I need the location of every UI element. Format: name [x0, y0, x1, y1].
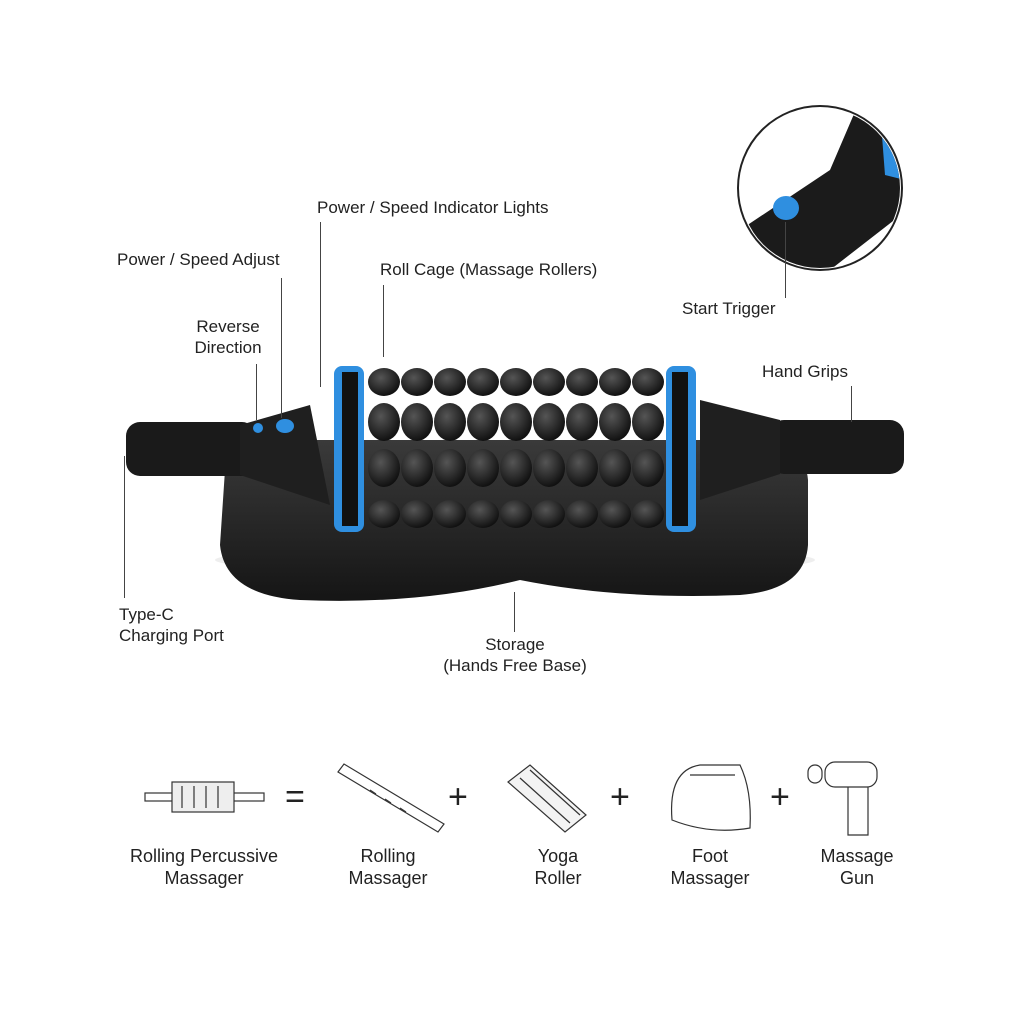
roller-ball — [368, 403, 400, 441]
caption-line1: Rolling — [360, 846, 416, 866]
roller-ball — [434, 449, 466, 487]
storage-line2: (Hands Free Base) — [443, 656, 587, 675]
roll-cage-label: Roll Cage (Massage Rollers) — [380, 260, 598, 279]
roller-ball — [599, 368, 631, 396]
massage-gun-icon — [807, 761, 878, 836]
charging-port-leader — [124, 456, 125, 598]
indicator-lights-leader — [320, 222, 321, 387]
start-trigger-label: Start Trigger — [682, 299, 776, 318]
roller-ball — [632, 403, 664, 441]
speed-adjust-leader — [281, 278, 282, 418]
roller-ball — [533, 449, 565, 487]
roller-ball — [500, 500, 532, 528]
roller-ball — [533, 500, 565, 528]
hand-grips-label: Hand Grips — [762, 362, 848, 381]
speed-adjust-label: Power / Speed Adjust — [117, 250, 280, 269]
charging-line2: Charging Port — [119, 626, 224, 645]
roller-ball — [401, 449, 433, 487]
roller-ball — [599, 500, 631, 528]
hand-grips-leader — [851, 386, 852, 422]
plus-sign: + — [448, 778, 468, 816]
caption-line1: Rolling Percussive — [129, 846, 279, 866]
roller-ball — [599, 449, 631, 487]
start-trigger-leader — [785, 222, 786, 298]
charging-port-label: Type-C Charging Port — [119, 604, 224, 646]
caption-line2: Massager — [348, 868, 428, 888]
storage-line1: Storage — [485, 635, 545, 654]
roller-ball — [500, 368, 532, 396]
equals-sign: = — [285, 778, 305, 816]
reverse-line2: Direction — [194, 338, 262, 357]
roller-ball — [434, 500, 466, 528]
roller-ball — [401, 500, 433, 528]
roller-ball — [566, 449, 598, 487]
roller-ball — [401, 403, 433, 441]
storage-leader — [514, 592, 515, 632]
roller-ball — [434, 403, 466, 441]
roller-ball — [467, 368, 499, 396]
roller-ball — [467, 403, 499, 441]
roller-ball — [500, 449, 532, 487]
roller-ball — [368, 500, 400, 528]
roll-cage-leader — [383, 285, 384, 357]
roller-ball — [401, 368, 433, 396]
charging-line1: Type-C — [119, 605, 174, 624]
roller-ball — [566, 403, 598, 441]
caption-line1: Massage — [820, 846, 894, 866]
roller-ball — [368, 368, 400, 396]
roller-ball — [566, 500, 598, 528]
roller-ball — [368, 449, 400, 487]
caption-line2: Massager — [164, 868, 244, 888]
plus-sign: + — [770, 778, 790, 816]
reverse-leader — [256, 364, 257, 420]
start-trigger-inset — [737, 105, 903, 271]
roller-ball — [533, 403, 565, 441]
plus-sign: + — [610, 778, 630, 816]
caption-line2: Gun — [839, 868, 875, 888]
roller-ball — [632, 368, 664, 396]
indicator-lights-label: Power / Speed Indicator Lights — [317, 198, 549, 217]
yoga-roller-icon — [507, 764, 587, 833]
roller-ball — [467, 449, 499, 487]
roller-ball — [467, 500, 499, 528]
rolling-percussive-massager-icon — [144, 781, 265, 813]
caption-line1: Foot — [691, 846, 729, 866]
roller-ball — [599, 403, 631, 441]
rolling-massager-icon — [337, 763, 445, 833]
reverse-button — [253, 423, 263, 433]
caption-line2: Massager — [670, 868, 750, 888]
caption-line2: Roller — [534, 868, 582, 888]
reverse-line1: Reverse — [196, 317, 260, 336]
caption-line1: Yoga — [537, 846, 579, 866]
roller-ball — [434, 368, 466, 396]
foot-massager-icon — [670, 764, 751, 831]
roll-cage — [368, 368, 664, 528]
roller-ball — [533, 368, 565, 396]
roller-ball — [632, 449, 664, 487]
roller-ball — [566, 368, 598, 396]
speed-button — [276, 419, 294, 433]
roller-ball — [632, 500, 664, 528]
storage-label: Storage (Hands Free Base) — [415, 634, 615, 676]
roller-ball — [500, 403, 532, 441]
